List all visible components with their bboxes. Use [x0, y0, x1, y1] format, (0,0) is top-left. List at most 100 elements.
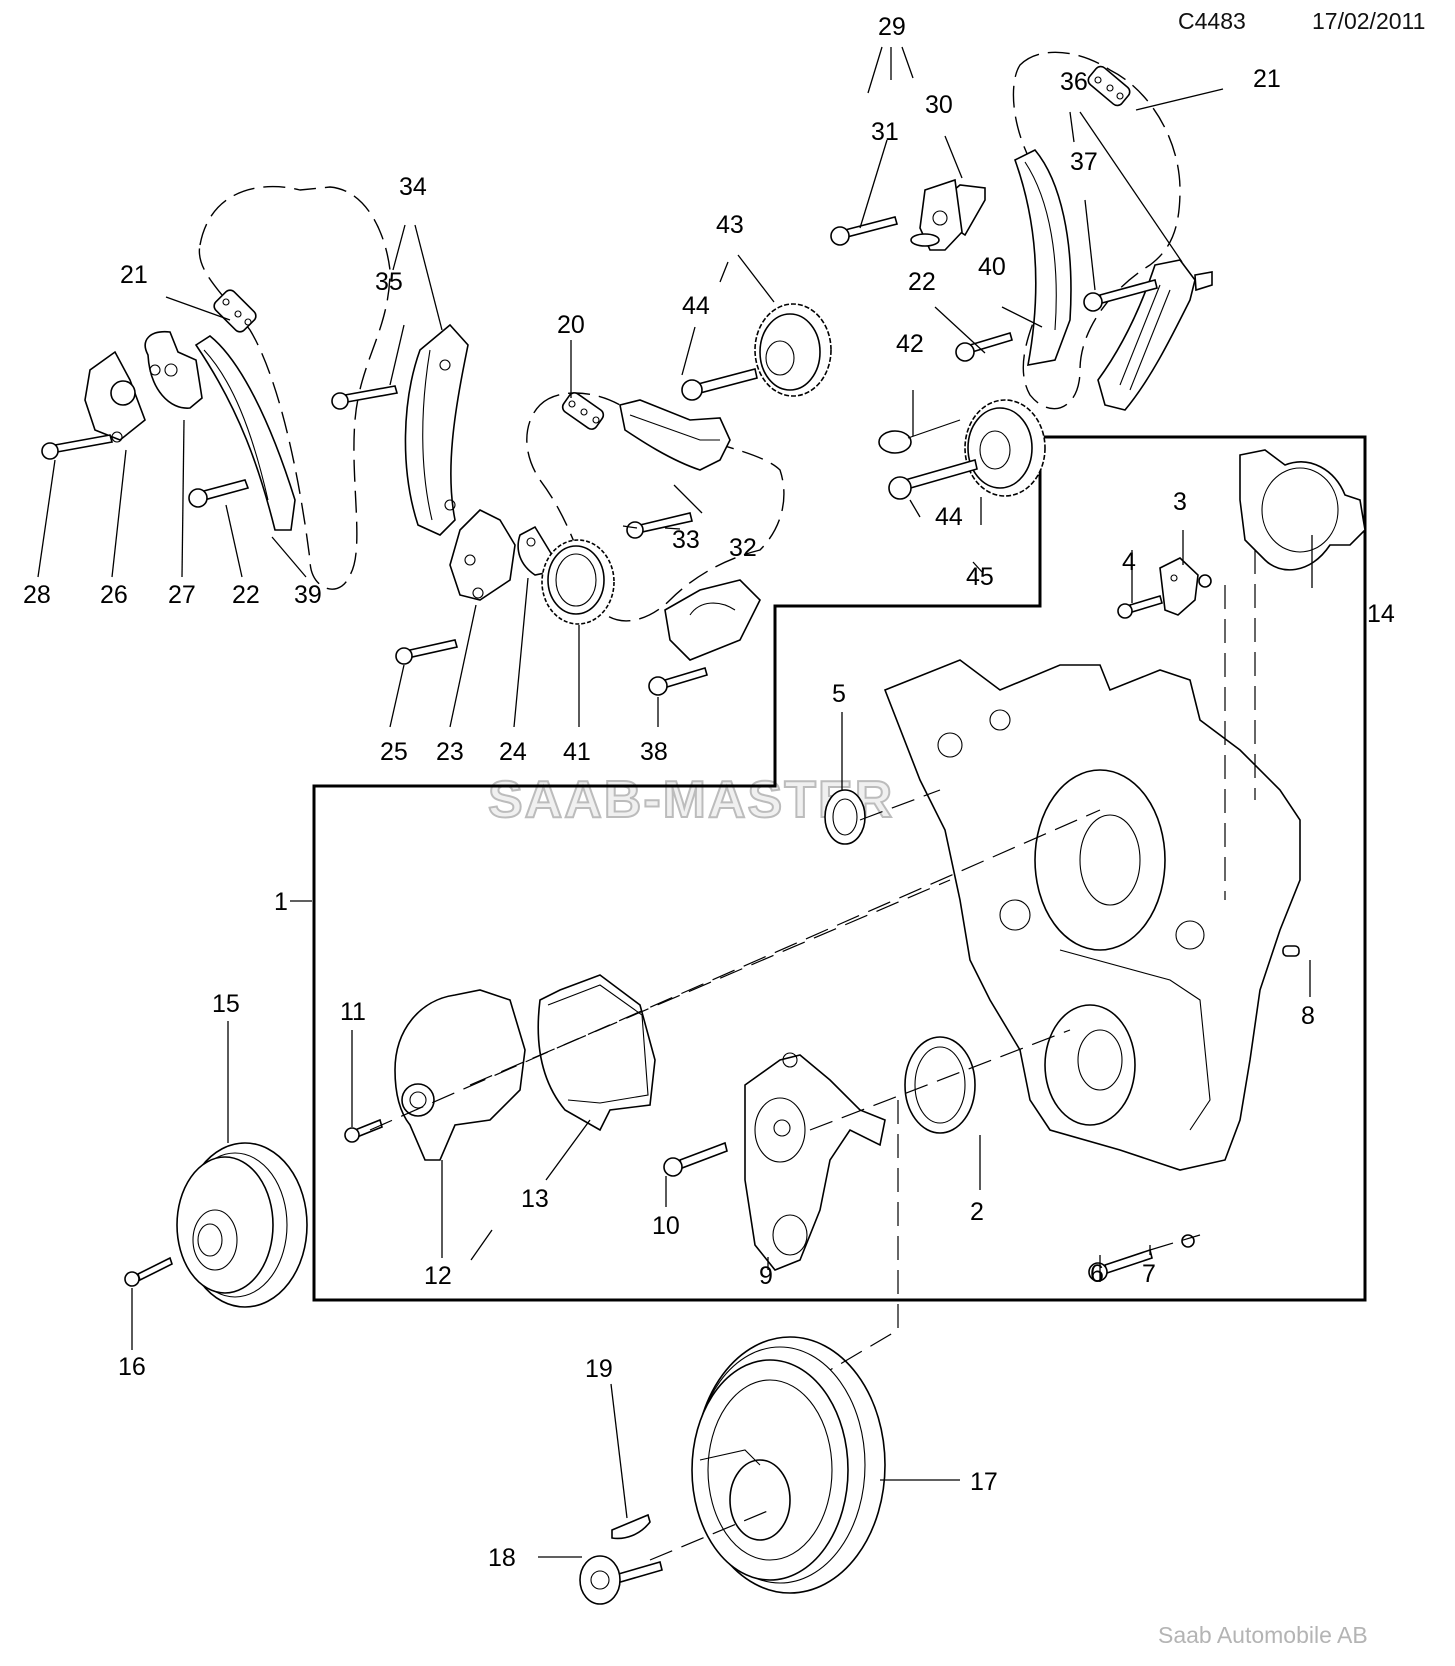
axis-line: [469, 879, 951, 1086]
callout-17: 17: [970, 1468, 998, 1496]
callout-37: 37: [1070, 148, 1098, 176]
callout-23: 23: [436, 738, 464, 766]
tensioner-gasket-27: [144, 330, 203, 409]
callout-16: 16: [118, 1353, 146, 1381]
bolt-37: [1083, 279, 1158, 312]
callout-40: 40: [978, 253, 1006, 281]
bolt-11: [344, 1118, 383, 1143]
document-code: C4483: [1178, 8, 1246, 34]
callout-2: 2: [970, 1198, 984, 1226]
callout-1: 1: [274, 888, 288, 916]
callout-10: 10: [652, 1212, 680, 1240]
bolt-6: [1088, 1248, 1153, 1282]
callout-9: 9: [759, 1262, 773, 1290]
seal-5: [824, 789, 866, 845]
callout-27: 27: [168, 581, 196, 609]
callout-15: 15: [212, 990, 240, 1018]
pin-bolt-22-left: [188, 479, 250, 508]
chain-loop-left: [198, 185, 391, 590]
chain-link-20: [561, 392, 605, 430]
callout-20: 20: [557, 311, 585, 339]
bolt-33: [626, 512, 693, 539]
callout-45: 45: [966, 563, 994, 591]
timing-cover: [883, 659, 1301, 1171]
axis-line: [829, 1100, 899, 1371]
document-date: 17/02/2011: [1312, 8, 1426, 34]
callout-22-left: 22: [232, 581, 260, 609]
pin-bolt-22-right: [955, 332, 1013, 362]
bolt-35: [331, 385, 399, 410]
tensioner-rail-39: [194, 335, 296, 531]
callout-42: 42: [896, 330, 924, 358]
bolt-10: [663, 1141, 728, 1177]
axis-line: [809, 1029, 1071, 1131]
bolt-28: [41, 434, 114, 460]
guide-rail-32: [619, 399, 731, 471]
callout-3: 3: [1173, 488, 1187, 516]
belt-tensioner-9: [744, 1052, 886, 1271]
camshaft-sprocket-43: [754, 303, 832, 397]
callout-22-right: 22: [908, 268, 936, 296]
crank-pulley-17: [691, 1336, 886, 1594]
bolt-18: [579, 1555, 663, 1605]
pulley-15: [176, 1142, 308, 1308]
guide-rail-34: [404, 323, 469, 536]
guide-plate-38: [664, 579, 761, 661]
callout-41: 41: [563, 738, 591, 766]
guide-rail-36: [1097, 259, 1213, 411]
bolt-4: [1117, 595, 1163, 619]
bolt-38: [648, 667, 708, 696]
tensioner-30: [919, 178, 986, 251]
callout-14: 14: [1367, 600, 1395, 628]
callout-8: 8: [1301, 1002, 1315, 1030]
callout-7: 7: [1142, 1260, 1156, 1288]
callout-39: 39: [294, 581, 322, 609]
bolt-25: [395, 639, 459, 665]
callout-5: 5: [832, 680, 846, 708]
copyright-footer: Saab Automobile AB: [1158, 1622, 1368, 1648]
callout-13: 13: [521, 1185, 549, 1213]
callout-32: 32: [729, 534, 757, 562]
callout-43: 43: [716, 211, 744, 239]
callout-31: 31: [871, 118, 899, 146]
axis-line: [859, 789, 941, 821]
tensioner-26: [84, 350, 146, 443]
oring-29: [910, 233, 940, 247]
callout-6: 6: [1090, 1260, 1104, 1288]
bolt-44-lower: [888, 458, 978, 500]
callout-21-right: 21: [1253, 65, 1281, 93]
gasket-14: [1239, 449, 1366, 571]
callout-4: 4: [1122, 548, 1136, 576]
callout-25: 25: [380, 738, 408, 766]
sensor-3: [1159, 557, 1212, 616]
callout-19: 19: [585, 1355, 613, 1383]
gasket-13: [537, 974, 656, 1132]
callout-44-upper: 44: [682, 292, 710, 320]
callout-26: 26: [100, 581, 128, 609]
guide-rail-40: [1014, 149, 1072, 366]
bolt-31: [830, 216, 898, 246]
callout-21-left: 21: [120, 261, 148, 289]
chain-loop-right: [1012, 51, 1181, 410]
woodruff-key-19: [611, 1513, 651, 1540]
clip-42: [878, 419, 961, 454]
axis-line: [649, 1509, 771, 1561]
sprocket-41: [541, 539, 615, 625]
callout-11: 11: [340, 998, 366, 1026]
callout-33: 33: [672, 526, 700, 554]
seal-2: [904, 1036, 976, 1134]
chain-link-21-left: [213, 289, 257, 333]
callout-18: 18: [488, 1544, 516, 1572]
callout-44-lower: 44: [935, 503, 963, 531]
callout-30: 30: [925, 91, 953, 119]
callout-28: 28: [23, 581, 51, 609]
callout-38: 38: [640, 738, 668, 766]
callout-12: 12: [424, 1262, 452, 1290]
leader-lines: [37, 46, 1313, 1558]
tensioner-23: [449, 509, 516, 601]
axis-line: [369, 809, 1101, 1131]
bolt-16: [124, 1256, 173, 1287]
callout-35: 35: [375, 268, 403, 296]
water-pump-12: [394, 989, 526, 1161]
